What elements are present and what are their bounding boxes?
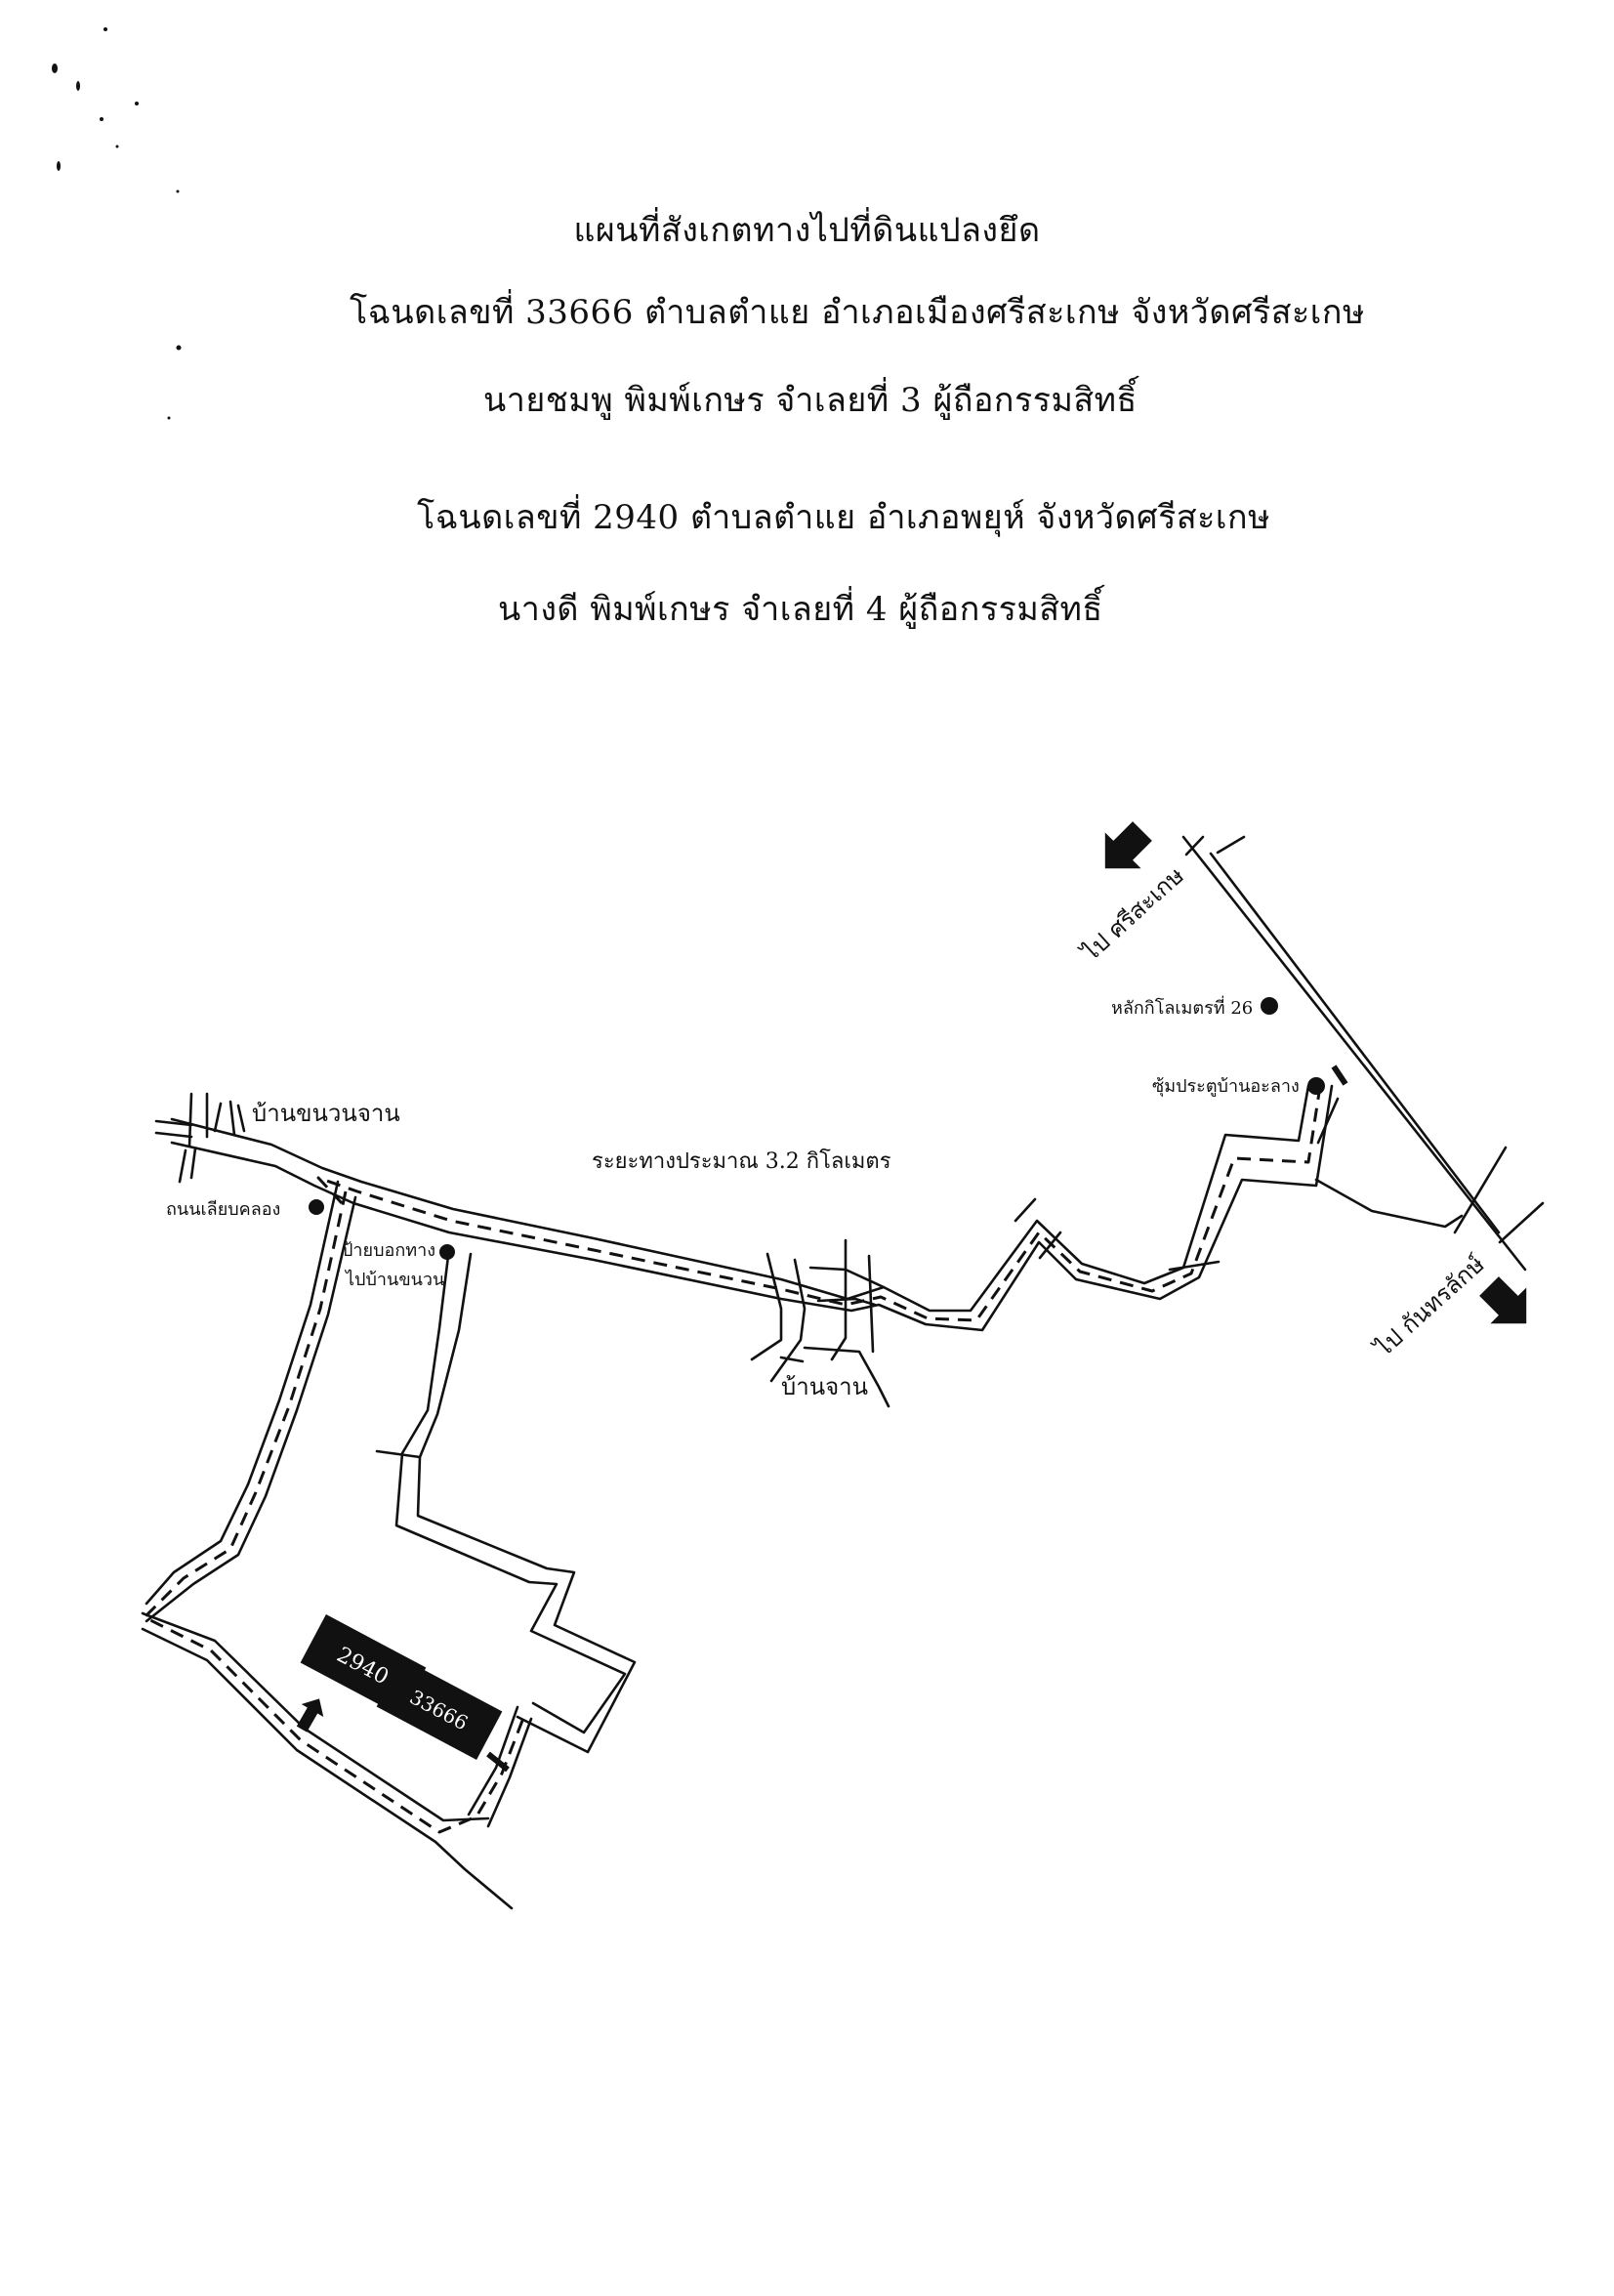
canal-road-marker-icon	[309, 1199, 324, 1215]
arch-marker-icon	[1307, 1077, 1325, 1095]
canal-road	[141, 1180, 533, 1910]
km26-marker-icon	[1261, 997, 1278, 1015]
sign-side-road	[375, 1246, 637, 1754]
label-arch: ซุ้มประตูบ้านอะลาง	[1152, 1076, 1300, 1097]
parcel-33666: 33666	[376, 1658, 503, 1760]
arch-spur-road	[1314, 1097, 1464, 1229]
header-owner-3: นายชมพู พิมพ์เกษร จำเลยที่ 3 ผู้ถือกรรมส…	[483, 381, 1138, 420]
header-title: แผนที่สังเกตทางไปที่ดินแปลงยึด	[573, 211, 1041, 250]
label-signpost-line2: ไปบ้านขนวน	[344, 1269, 444, 1290]
label-signpost-line1: ป้ายบอกทาง	[342, 1240, 435, 1261]
header-owner-4: นางดี พิมพ์เกษร จำเลยที่ 4 ผู้ถือกรรมสิท…	[498, 590, 1103, 629]
scan-specks	[52, 27, 182, 420]
label-to-sisaket: ไป ศรีสะเกษ	[1076, 861, 1189, 968]
landmark-dots	[309, 997, 1325, 1260]
label-to-kanthararak: ไป กันทรลักษ์	[1369, 1250, 1490, 1363]
arrow-to-parcel-icon	[296, 1698, 324, 1732]
arrow-to-kanthararak-icon	[1479, 1276, 1527, 1324]
header-deed-33666: โฉนดเลขที่ 33666 ตำบลตำแย อำเภอเมืองศรีส…	[350, 293, 1365, 332]
route-dashes	[143, 1085, 1322, 1834]
label-ban-chan: บ้านจาน	[781, 1373, 868, 1400]
direction-arrows	[296, 821, 1527, 1732]
label-ban-khanuan-chan: บ้านขนวนจาน	[252, 1100, 400, 1127]
label-distance: ระยะทางประมาณ 3.2 กิโลเมตร	[592, 1148, 891, 1174]
label-canal-road: ถนนเลียบคลอง	[166, 1199, 280, 1220]
entrance-marks	[486, 1065, 1348, 1773]
highway-road	[1181, 835, 1545, 1272]
ban-chan-village-roads	[750, 1238, 890, 1408]
map-labels: ไป ศรีสะเกษ ไป กันทรลักษ์ หลักกิโลเมตรที…	[166, 861, 1490, 1400]
signpost-marker-icon	[439, 1244, 455, 1260]
ban-khanuan-chan-village-roads	[154, 1092, 246, 1184]
label-km26: หลักกิโลเมตรที่ 26	[1111, 995, 1253, 1019]
arrow-to-sisaket-icon	[1104, 821, 1152, 869]
parcels: 2940 33666	[300, 1614, 503, 1760]
header-deed-2940: โฉนดเลขที่ 2940 ตำบลตำแย อำเภอพยุห์ จังห…	[417, 498, 1271, 537]
